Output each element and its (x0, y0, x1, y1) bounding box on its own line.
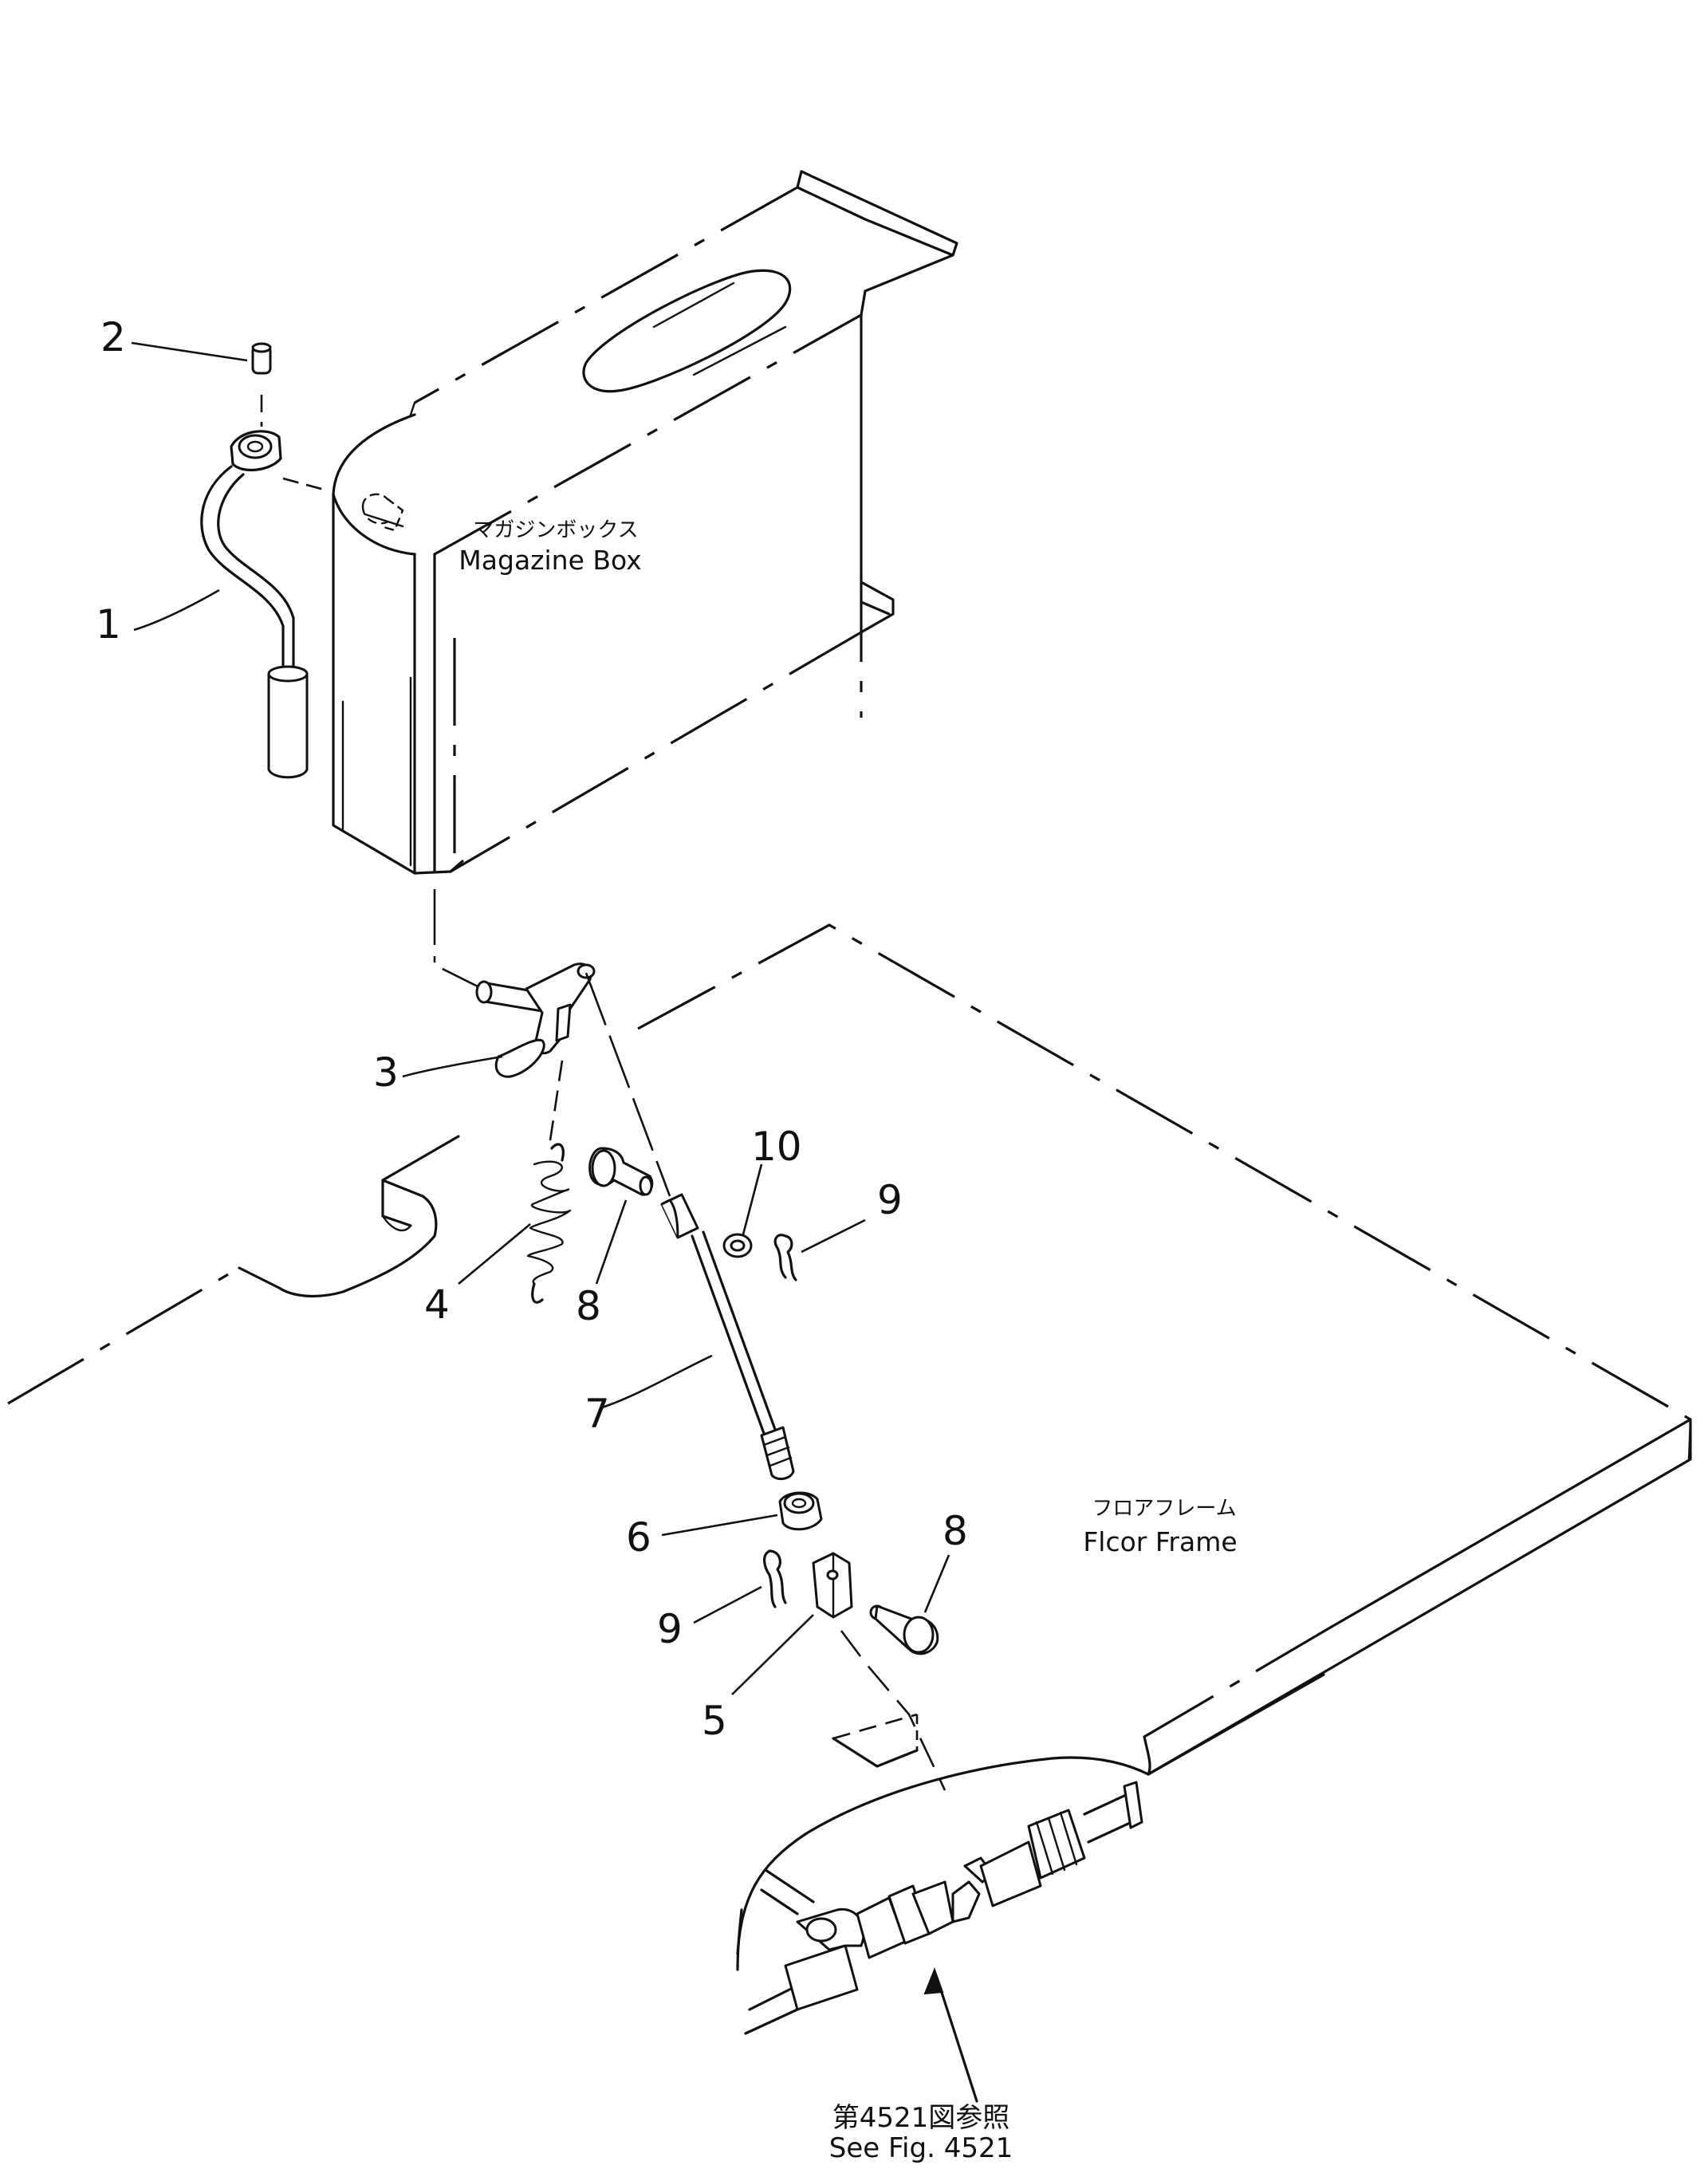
callout-9-lower: 9 (657, 1606, 683, 1652)
part-8-pin-upper (588, 1147, 654, 1196)
callout-6: 6 (626, 1514, 651, 1561)
callout-2: 2 (100, 314, 126, 360)
callout-10: 10 (751, 1124, 802, 1170)
part-2-pin (251, 342, 272, 427)
part-4-spring (526, 1143, 572, 1304)
callout-8-lower: 8 (943, 1508, 968, 1554)
part-7-rod (584, 972, 795, 1481)
callout-leaders (131, 341, 950, 1695)
callout-1: 1 (96, 601, 121, 648)
part-5-clevis (812, 1552, 946, 1791)
part-8-pin-lower (869, 1604, 939, 1655)
magazine-box-label-en: Magazine Box (458, 545, 641, 576)
callout-4: 4 (424, 1281, 450, 1328)
floor-frame-label-en: Flcor Frame (1083, 1526, 1237, 1557)
reference-label-en: See Fig. 4521 (829, 2132, 1013, 2164)
callout-7: 7 (584, 1391, 610, 1437)
callout-5: 5 (702, 1698, 727, 1744)
floor-frame (7, 923, 1692, 1776)
part-10-washer (722, 1233, 753, 1258)
callout-8-upper: 8 (576, 1283, 601, 1329)
reference-label-jp: 第4521図参照 (832, 2102, 1010, 2134)
part-3-lever-bracket (433, 889, 596, 1141)
part-9-split-pin-upper (773, 1234, 797, 1281)
part-1-crank-handle (200, 430, 328, 779)
part-6-nut (778, 1491, 823, 1531)
magazine-box-label-jp: マガジンボックス (473, 518, 638, 542)
floor-frame-label-jp: フロアフレーム (1092, 1497, 1236, 1521)
mounting-plate (832, 1713, 919, 1768)
callout-3: 3 (373, 1049, 399, 1096)
magazine-box: マガジンボックス Magazine Box (332, 170, 958, 875)
hydraulic-detail: 第4521図参照 See Fig. 4521 (736, 1756, 1150, 2164)
callout-numbers: 1 2 3 4 5 6 7 8 8 9 9 10 (96, 314, 968, 1744)
callout-9-upper: 9 (877, 1177, 903, 1223)
part-9-split-pin-lower (763, 1549, 787, 1608)
